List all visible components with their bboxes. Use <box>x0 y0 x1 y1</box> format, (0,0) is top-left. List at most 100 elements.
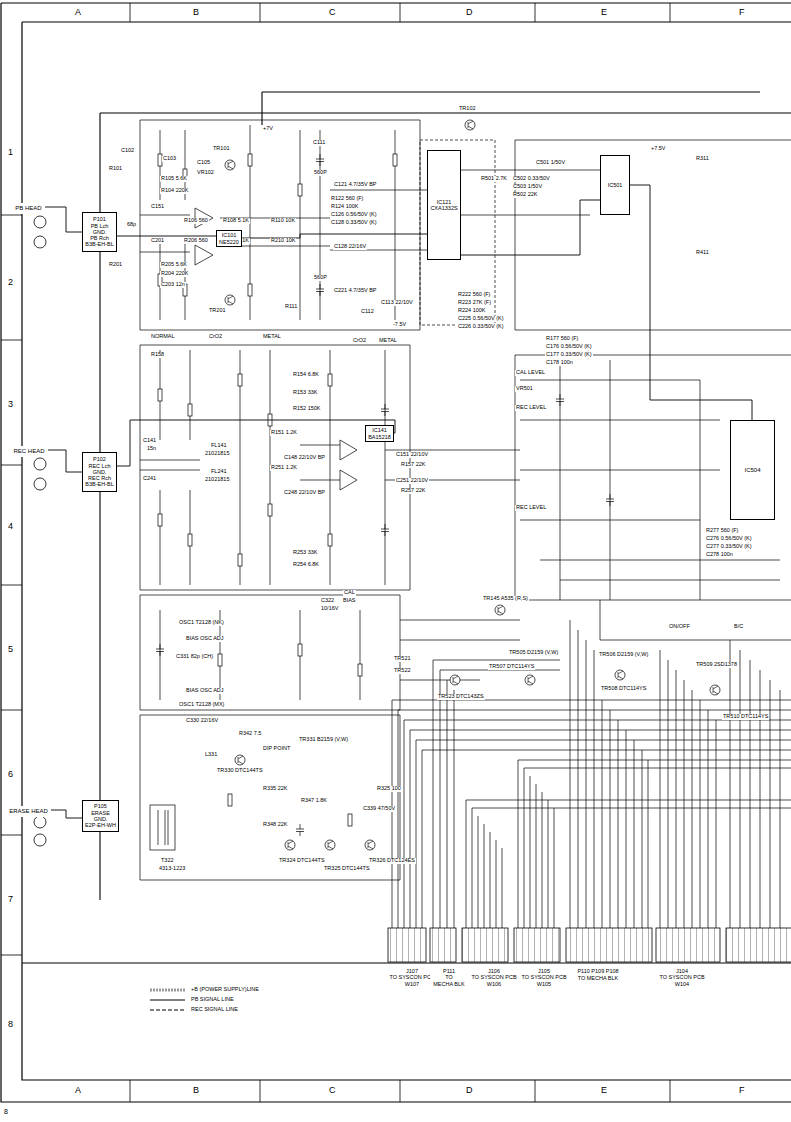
grid-reference: E <box>600 8 608 17</box>
head-symbol <box>34 216 46 846</box>
component-label: C251 22/10V <box>395 478 429 484</box>
grid-reference: C <box>328 8 337 17</box>
component-label: C148 22/10V BP <box>283 455 326 461</box>
component-label: 4313-1223 <box>158 866 186 872</box>
grid-reference: 1 <box>7 148 14 157</box>
grid-reference: A <box>74 1086 82 1095</box>
node-text: B3B-EH-BL <box>85 241 113 247</box>
node-text: CXA1332S <box>430 205 457 211</box>
component-label: METAL <box>262 334 282 340</box>
component-label: FL141 <box>210 443 228 449</box>
node-text: P110 P109 P108 <box>577 968 618 974</box>
component-label: TR507 DTC114YS <box>488 664 535 670</box>
grid-reference: 3 <box>7 400 14 409</box>
legend-line-sample <box>150 1010 185 1011</box>
grid-reference: B <box>192 8 200 17</box>
component-box: IC101NE5220 <box>216 230 242 247</box>
component-label: C177 0.33/50V (K) <box>545 352 593 358</box>
component-label: R152 150K <box>292 406 322 412</box>
component-label: VR501 <box>515 386 534 392</box>
node-text: P101 <box>93 216 106 222</box>
component-label: R335 22K <box>262 786 288 792</box>
component-label: OSC1 T2128 (NK) <box>178 620 225 626</box>
component-label: 15n <box>146 446 157 452</box>
component-label: CrO2 <box>208 334 223 340</box>
component-label: OSC1 T2128 (MX) <box>178 702 225 708</box>
component-label: C277 0.33/50V (K) <box>705 544 753 550</box>
node-text: TO MECHA BLK <box>578 975 619 981</box>
signal-wire <box>45 207 82 232</box>
component-label: C128 22/16V <box>333 244 367 250</box>
component-label: R342 7.5 <box>238 731 262 737</box>
signal-wire <box>117 420 395 466</box>
component-label: 21021815 <box>204 451 230 457</box>
node-text: PB Lch <box>91 223 109 229</box>
component-label: R108 5.1K <box>222 218 250 224</box>
component-label: C105 <box>196 160 211 166</box>
component-label: R224 100K <box>457 308 487 314</box>
grid-reference: 6 <box>7 770 14 779</box>
node-text: P105 <box>94 803 107 809</box>
node-text: PB HEAD <box>15 205 41 212</box>
component-label: C225 0.56/50V (K) <box>457 316 505 322</box>
node-text: REC HEAD <box>13 448 44 455</box>
signal-wire <box>461 200 600 255</box>
legend-line-sample <box>150 989 185 992</box>
node-text: E2P-EH-WH <box>85 822 116 828</box>
component-label: TR324 DTC144TS <box>278 858 326 864</box>
component-label: C501 1/50V <box>535 160 566 166</box>
pin-strip <box>388 928 791 962</box>
signal-wire <box>51 810 82 818</box>
component-label: R277 560 (F) <box>705 528 739 534</box>
component-label: C201 <box>150 238 165 244</box>
node-text: P102 <box>93 456 106 462</box>
component-label: CAL LEVEL <box>515 370 546 376</box>
component-label: 560P <box>313 170 328 176</box>
node-text: REC Lch <box>88 463 110 469</box>
component-label: TR330 DTC144TS <box>216 768 264 774</box>
component-label: TR522 <box>393 668 412 674</box>
connector-label: J106TO SYSCON PCBW106 <box>468 966 520 989</box>
component-label: C151 22/10V <box>395 452 429 458</box>
node-text: BA15218 <box>368 434 391 440</box>
component-label: C226 0.33/50V (K) <box>457 324 505 330</box>
component-label: R311 <box>695 156 710 162</box>
component-label: FL241 <box>210 469 228 475</box>
grid-reference: 8 <box>7 1020 14 1029</box>
component-label: TR509 2SD1378 <box>695 662 738 668</box>
component-label: TR201 <box>208 308 227 314</box>
node-text: W107 <box>405 981 419 987</box>
component-label: C248 22/10V BP <box>283 490 326 496</box>
component-label: NORMAL <box>150 334 176 340</box>
component-box: P101PB LchGND.PB RchB3B-EH-BL <box>82 212 117 252</box>
component-label: C151 <box>150 204 165 210</box>
component-label: ON/OFF <box>668 624 691 630</box>
node-text: J105 <box>538 968 550 974</box>
node-text: GND. <box>94 816 108 822</box>
component-label: R501 2.7K <box>480 176 508 182</box>
component-label: R204 220K <box>160 271 190 277</box>
component-label: C221 4.7/35V BP <box>333 288 378 294</box>
component-label: TR523 DTC143ZS <box>437 694 485 700</box>
component-label: -7.5V <box>392 322 407 328</box>
component-box: P105ERASEGND.E2P-EH-WH <box>82 800 119 832</box>
component-label: C103 <box>162 156 177 162</box>
component-label: TR331 B2159 (V,W) <box>298 737 349 743</box>
node-text: IC141 <box>372 427 387 433</box>
grid-reference: F <box>738 8 746 17</box>
component-label: TR101 <box>212 146 231 152</box>
grid-reference: E <box>600 1086 608 1095</box>
component-symbols <box>156 120 720 850</box>
component-box: P102REC LchGND.REC RchB3B-EH-BL <box>82 452 117 492</box>
component-label: R254 6.8K <box>292 562 320 568</box>
node-text: GND. <box>93 469 107 475</box>
legend-text: REC SIGNAL LINE <box>190 1007 239 1013</box>
component-label: C111 <box>312 140 326 146</box>
component-label: C113 22/10V <box>380 300 414 306</box>
component-label: R348 22K <box>262 822 288 828</box>
component-label: R105 5.6K <box>160 176 188 182</box>
page-frame <box>1 3 791 1102</box>
component-label: R177 560 (F) <box>545 336 579 342</box>
node-text: NE5220 <box>219 239 239 245</box>
